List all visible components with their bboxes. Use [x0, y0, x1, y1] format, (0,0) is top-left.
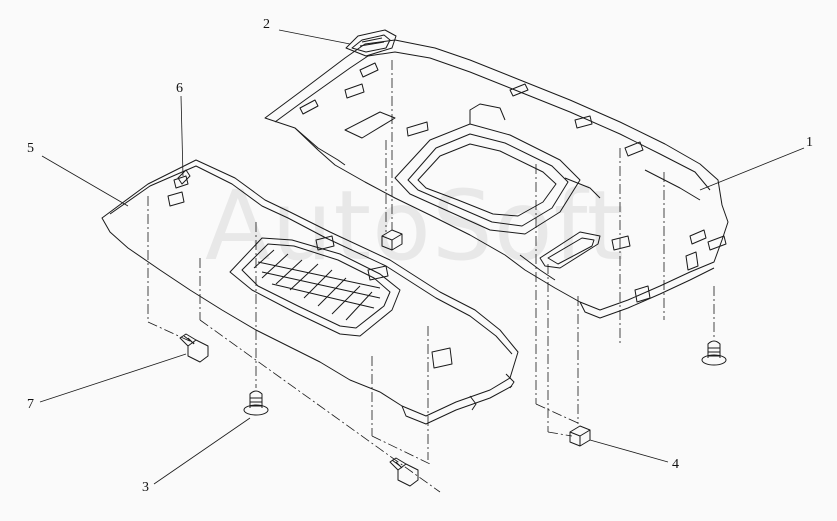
clip-nut-lower	[569, 425, 591, 447]
callout-7: 7	[27, 397, 34, 412]
screw-bottom	[389, 457, 419, 487]
large-trim-panel	[264, 39, 729, 319]
callout-4: 4	[672, 457, 679, 472]
callout-6: 6	[176, 81, 183, 96]
dome-lamp	[345, 29, 397, 57]
push-pin-right	[701, 340, 727, 366]
callout-2: 2	[263, 17, 270, 32]
clip-nut-upper	[381, 229, 403, 251]
leader-lines	[39, 29, 805, 485]
push-pin-left	[243, 390, 269, 416]
callout-3: 3	[142, 480, 149, 495]
callout-5: 5	[27, 141, 34, 156]
assembly-lines	[147, 60, 715, 493]
left-trim-panel	[101, 159, 519, 425]
callout-1: 1	[806, 135, 813, 150]
screw-left	[179, 333, 209, 363]
